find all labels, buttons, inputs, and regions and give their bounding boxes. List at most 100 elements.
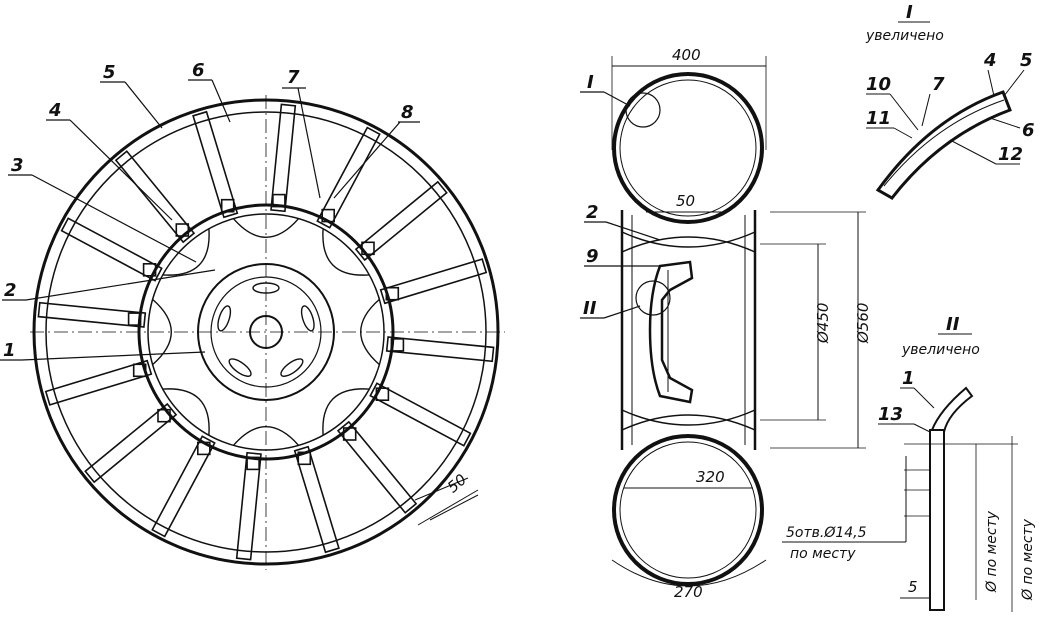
callout-2-label: 2 bbox=[4, 280, 17, 301]
detail-II-plate bbox=[929, 429, 945, 611]
detail-II-title-numeral: II bbox=[946, 314, 960, 335]
spoke-clamp bbox=[385, 286, 400, 301]
spoke bbox=[336, 420, 418, 514]
section-circle-I bbox=[625, 92, 661, 128]
section-circle-II bbox=[635, 280, 671, 316]
callout-2: 2 bbox=[2, 269, 216, 301]
section-mark-I-label: I bbox=[587, 72, 594, 93]
spokes-group bbox=[37, 103, 495, 561]
callout-4-label: 4 bbox=[48, 100, 62, 121]
spoke bbox=[354, 180, 448, 262]
spoke-clamp bbox=[342, 427, 357, 441]
dimension-270: 270 bbox=[611, 559, 767, 601]
dimension-400-text: 400 bbox=[672, 46, 701, 64]
detail-II-callout-13: 13 bbox=[878, 404, 903, 425]
dimension-270-text: 270 bbox=[674, 583, 703, 601]
spoke-clamp bbox=[375, 387, 390, 402]
detail-I-tyre-section bbox=[875, 90, 1012, 200]
callout-3: 3 bbox=[8, 155, 197, 263]
spoke bbox=[270, 103, 297, 213]
detail-I-callout-7: 7 bbox=[932, 74, 945, 95]
spoke bbox=[316, 126, 381, 229]
frame-arches bbox=[621, 231, 756, 431]
spoke-clamp bbox=[361, 241, 375, 256]
section-mark-II-label: II bbox=[583, 298, 597, 319]
spoke-clamp bbox=[175, 223, 190, 237]
dimension-50-side: 50 bbox=[646, 192, 724, 213]
bottom-tyre bbox=[612, 434, 764, 586]
spoke bbox=[293, 445, 340, 554]
detail-II-callout-1: 1 bbox=[902, 368, 915, 389]
callout-5: 5 bbox=[100, 62, 163, 129]
side-callout-9-label: 9 bbox=[586, 246, 599, 267]
spoke bbox=[60, 217, 163, 282]
spoke-clamp bbox=[197, 441, 211, 456]
holes-note-line2: по месту bbox=[790, 546, 856, 562]
detail-I-title-numeral: I bbox=[906, 2, 913, 23]
callout-6: 6 bbox=[188, 60, 231, 123]
spoke-clamp bbox=[220, 198, 235, 213]
detail-I-callout-4: 4 bbox=[983, 50, 997, 71]
callout-5-label: 5 bbox=[103, 62, 116, 83]
detail-II-title-word: увеличено bbox=[901, 342, 980, 358]
detail-I: I увеличено 10 7 4 5 11 6 12 bbox=[865, 2, 1035, 200]
detail-II-vert-label-2: Ø по месту bbox=[1020, 518, 1036, 601]
spoke-clamp bbox=[390, 338, 405, 352]
side-view: I II 2 9 400 50 bbox=[580, 46, 907, 601]
detail-I-callout-5: 5 bbox=[1020, 50, 1033, 71]
top-tyre-inner bbox=[619, 79, 757, 217]
top-tyre bbox=[612, 72, 764, 224]
spoke-clamp bbox=[272, 193, 286, 208]
callout-3-label: 3 bbox=[11, 155, 24, 176]
spoke bbox=[151, 435, 216, 538]
spoke-clamp bbox=[142, 262, 157, 277]
callout-1: 1 bbox=[0, 340, 206, 361]
dimension-400: 400 bbox=[611, 46, 767, 150]
dimension-450-text: Ø450 bbox=[814, 303, 832, 344]
dimension-560-text: Ø560 bbox=[854, 303, 872, 344]
front-view: 5 6 7 8 4 3 2 bbox=[0, 60, 505, 570]
side-callout-2: 2 bbox=[584, 202, 661, 241]
inner-arc bbox=[162, 228, 210, 276]
callout-1-label: 1 bbox=[3, 340, 16, 361]
inner-arc bbox=[162, 388, 210, 436]
spoke-clamp bbox=[132, 363, 147, 378]
bottom-tyre-inner bbox=[619, 441, 757, 579]
inner-arc bbox=[152, 298, 172, 366]
spoke bbox=[114, 150, 196, 244]
callout-4: 4 bbox=[46, 100, 173, 221]
dimension-50-side-text: 50 bbox=[676, 192, 695, 210]
spoke bbox=[235, 451, 262, 561]
detail-II-dim-5: 5 bbox=[908, 578, 918, 596]
dimension-450: Ø450 bbox=[760, 243, 832, 421]
spoke bbox=[379, 258, 488, 305]
inner-arcs bbox=[152, 218, 380, 446]
holes-note-line1: 5отв.Ø14,5 bbox=[786, 525, 867, 541]
detail-II: II увеличено 1 13 5 Ø по месту Ø по мест… bbox=[878, 314, 1036, 612]
spoke-clamp bbox=[297, 451, 312, 466]
detail-I-callout-12: 12 bbox=[998, 144, 1023, 165]
spoke bbox=[44, 359, 153, 406]
disc-profile bbox=[648, 260, 694, 404]
dimension-560: Ø560 bbox=[770, 211, 872, 449]
callout-8: 8 bbox=[333, 102, 420, 199]
detail-I-title-word: увеличено bbox=[865, 28, 944, 44]
section-mark-II: II bbox=[580, 298, 641, 319]
detail-II-lip bbox=[931, 386, 974, 433]
spoke bbox=[192, 110, 239, 219]
inner-arc bbox=[232, 218, 300, 238]
spoke bbox=[84, 402, 178, 484]
side-callout-9: 9 bbox=[584, 246, 660, 267]
holes-note: 5отв.Ø14,5 по месту bbox=[782, 456, 907, 562]
section-mark-I: I bbox=[580, 72, 631, 107]
inner-arc bbox=[322, 388, 370, 436]
detail-I-callout-11: 11 bbox=[866, 108, 891, 129]
dimension-320: 320 bbox=[624, 468, 753, 489]
spoke bbox=[385, 336, 495, 363]
detail-I-callout-6: 6 bbox=[1022, 120, 1035, 141]
side-callout-2-label: 2 bbox=[586, 202, 599, 223]
detail-II-vert-label-1: Ø по месту bbox=[984, 510, 1000, 593]
spoke bbox=[369, 382, 472, 447]
spoke-clamp bbox=[321, 208, 336, 223]
